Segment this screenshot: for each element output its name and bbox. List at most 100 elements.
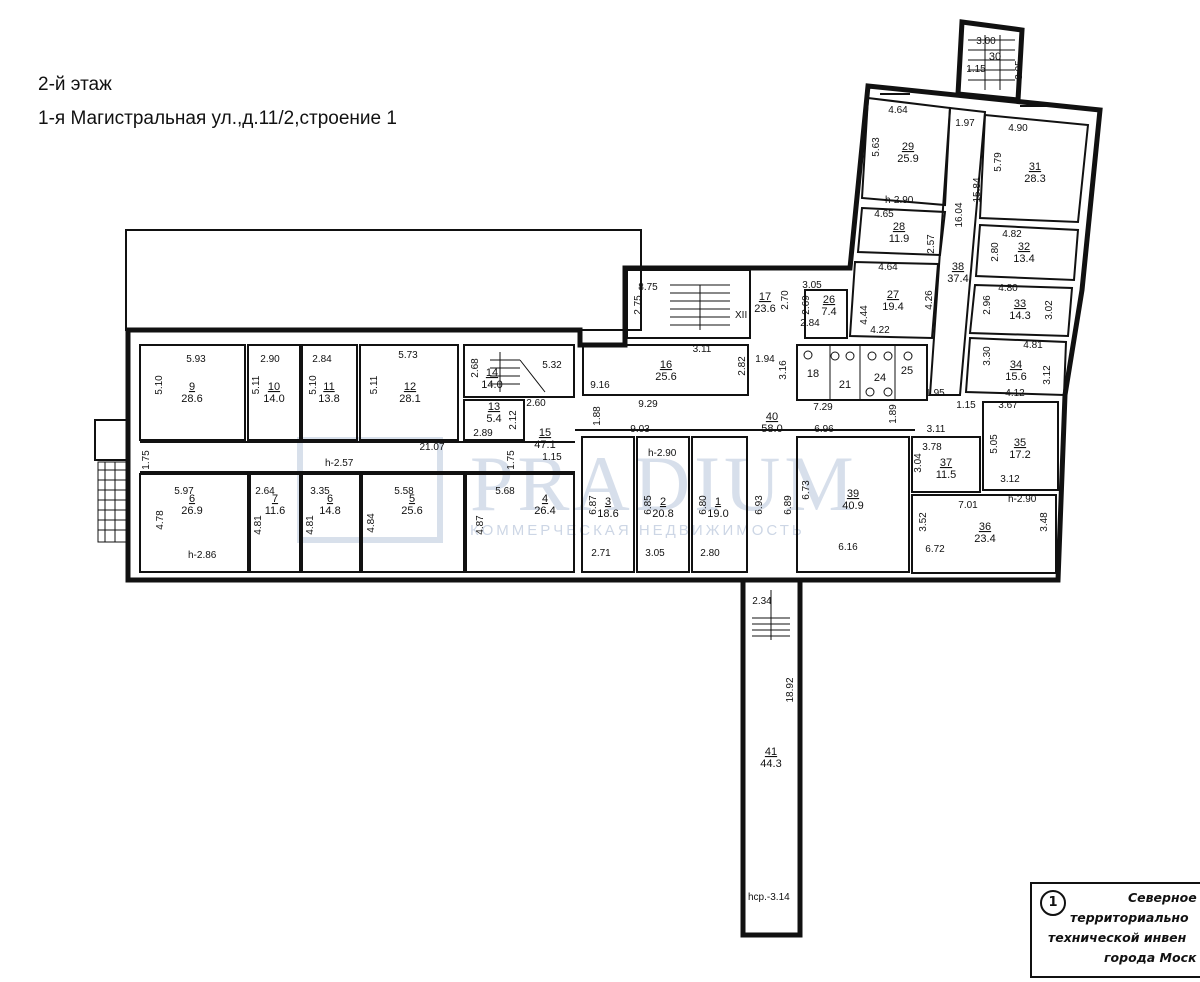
dimension-label: 5.93 [186,354,206,365]
room-area: 37.4 [947,273,968,285]
dimension-label: 2.96 [982,295,993,315]
dimension-label: 4.64 [888,105,908,116]
dimension-label: 2.75 [633,295,644,315]
dimension-label: 1.75 [141,450,152,470]
dimension-label: 7.01 [958,500,978,511]
room-number: 16 [660,359,672,371]
room-number: 38 [952,261,964,273]
dimension-label: 3.05 [645,548,665,559]
dimension-label: 4.84 [366,513,377,533]
dimension-label: 18.92 [785,677,796,702]
room-area: 18.6 [597,508,618,520]
room-label: 30 [989,51,1001,63]
room-label: 21 [839,379,851,391]
dimension-label: 2.90 [260,354,280,365]
room-number: 39 [847,488,859,500]
room-area: 17.2 [1009,449,1030,461]
room-number: 25 [901,365,913,377]
stamp-line: технической инвен [1048,930,1187,945]
dimension-label: 9.16 [590,380,610,391]
stamp-line: города Моск [1104,950,1197,965]
dimension-label: 2.69 [801,295,812,315]
dimension-label: 3.16 [778,360,789,380]
dimension-label: 2.70 [780,290,791,310]
room-area: 5.4 [486,413,501,425]
room-label: 220.8 [652,496,673,520]
room-label: 25 [901,365,913,377]
room-number: 5 [409,493,415,505]
room-area: 14.0 [263,393,284,405]
room-number: 7 [272,493,278,505]
dimension-label: 1.97 [955,118,975,129]
room-number: 33 [1014,298,1026,310]
dimension-label: 4.12 [1005,388,1025,399]
room-label: 928.6 [181,381,202,405]
room-number: 1 [715,496,721,508]
room-number: 9 [189,381,195,393]
room-number: 11 [323,381,334,393]
room-number: 35 [1014,437,1026,449]
dimension-label: 1.88 [592,406,603,426]
dimension-label: 3.12 [1000,474,1020,485]
dimension-label: 6.85 [643,495,654,515]
room-area: 25.9 [897,153,918,165]
height-label: hcp.-3.14 [748,892,790,903]
dimension-label: 9.29 [638,399,658,410]
dimension-label: 3.05 [802,280,822,291]
height-label: h-2.90 [648,448,677,459]
room-area: 19.0 [707,508,728,520]
dimension-label: 1.15 [966,64,986,75]
height-label: h-2.90 [885,195,914,206]
room-number: 27 [887,289,899,301]
room-area: 13.8 [318,393,339,405]
room-number: 17 [759,291,771,303]
dimension-label: 4.80 [998,283,1018,294]
dimension-label: 3.35 [310,486,330,497]
room-number: 18 [807,368,819,380]
room-label: 711.6 [265,493,286,517]
room-area: 11.6 [265,505,286,517]
dimension-label: 4.81 [1023,340,1043,351]
room-area: 7.4 [821,306,836,318]
room-number: 21 [839,379,851,391]
room-number: 30 [989,51,1001,63]
dimension-label: 2.84 [800,318,820,329]
stamp-line: Северное [1128,890,1197,905]
corridor-41 [740,577,803,938]
height-label: h-2.90 [1008,494,1037,505]
dimension-label: 5.63 [871,137,882,157]
dimension-label: 5.10 [154,375,165,395]
room-label: 626.9 [181,493,202,517]
room-area: 23.6 [754,303,775,315]
room-area: 20.8 [652,508,673,520]
dimension-label: 6.93 [754,495,765,515]
room-number: 37 [940,457,952,469]
dimension-label: 5.32 [542,360,562,371]
room-number: 40 [766,411,778,423]
left-stair [94,419,129,543]
dimension-label: 3.11 [693,344,712,355]
dimension-label: 4.81 [253,515,264,535]
address-label: 1-я Магистральная ул.,д.11/2,строение 1 [38,108,397,129]
dimension-label: 5.05 [989,434,1000,454]
dimension-label: 4.81 [305,515,316,535]
room-number: 3 [605,496,611,508]
dimension-label: 15.84 [972,177,983,202]
room-area: 25.6 [655,371,676,383]
dimension-label: 2.60 [526,398,546,409]
room-area: 26.9 [181,505,202,517]
dimension-label: 1.15 [542,452,562,463]
dimension-label: 1.95 [925,388,945,399]
